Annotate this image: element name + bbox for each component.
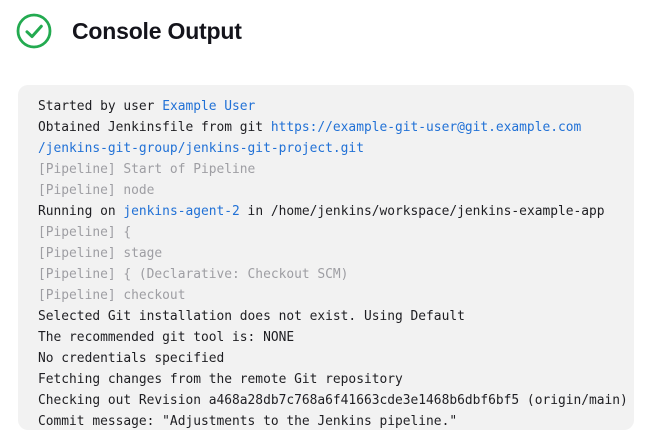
console-text: Running on xyxy=(38,204,124,219)
console-text: No credentials specified xyxy=(38,351,225,366)
console-line: Obtained Jenkinsfile from git https://ex… xyxy=(38,117,614,138)
console-text: in /home/jenkins/workspace/jenkins-examp… xyxy=(239,204,605,219)
console-line: Fetching changes from the remote Git rep… xyxy=(38,369,614,390)
console-text: Commit message: "Adjustments to the Jenk… xyxy=(38,414,458,429)
console-text: Obtained Jenkinsfile from git xyxy=(38,120,271,135)
console-line: Checking out Revision a468a28db7c768a6f4… xyxy=(38,390,628,411)
console-link[interactable]: jenkins-agent-2 xyxy=(123,204,240,219)
console-line: [Pipeline] stage xyxy=(38,243,614,264)
console-line: /jenkins-git-group/jenkins-git-project.g… xyxy=(38,138,614,159)
console-line: [Pipeline] { (Declarative: Checkout SCM) xyxy=(38,264,614,285)
console-line: Selected Git installation does not exist… xyxy=(38,306,614,327)
console-text: Fetching changes from the remote Git rep… xyxy=(38,372,403,387)
success-check-icon xyxy=(16,13,52,49)
console-line: [Pipeline] node xyxy=(38,180,614,201)
console-line: [Pipeline] { xyxy=(38,222,614,243)
console-link[interactable]: Example User xyxy=(162,99,256,114)
console-text: Checking out Revision a468a28db7c768a6f4… xyxy=(38,393,628,408)
console-line: No credentials specified xyxy=(38,348,614,369)
console-line: [Pipeline] Start of Pipeline xyxy=(38,159,614,180)
console-line: The recommended git tool is: NONE xyxy=(38,327,614,348)
console-output-header: Console Output xyxy=(0,0,650,49)
console-text: [Pipeline] { xyxy=(38,225,132,240)
console-text: [Pipeline] node xyxy=(38,183,155,198)
console-line: [Pipeline] checkout xyxy=(38,285,614,306)
console-line: Running on jenkins-agent-2 in /home/jenk… xyxy=(38,201,614,222)
console-line: Started by user Example User xyxy=(38,96,614,117)
console-text: Selected Git installation does not exist… xyxy=(38,309,465,324)
console-link[interactable]: /jenkins-git-group/jenkins-git-project.g… xyxy=(38,141,364,156)
console-link[interactable]: https://example-git-user@git.example.com xyxy=(270,120,582,135)
console-text: The recommended git tool is: NONE xyxy=(38,330,295,345)
page-title: Console Output xyxy=(72,17,242,44)
console-text: Started by user xyxy=(38,99,163,114)
console-line: Commit message: "Adjustments to the Jenk… xyxy=(38,411,614,430)
console-text: [Pipeline] stage xyxy=(38,246,163,261)
console-text: [Pipeline] { (Declarative: Checkout SCM) xyxy=(38,267,349,282)
console-text: [Pipeline] checkout xyxy=(38,288,186,303)
console-text: [Pipeline] Start of Pipeline xyxy=(38,162,256,177)
